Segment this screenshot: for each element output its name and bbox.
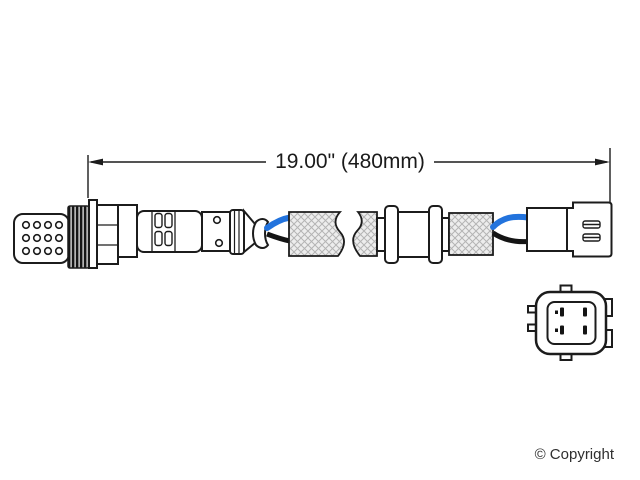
cable-braid-2	[352, 211, 378, 257]
pin-bottom-left-key	[555, 328, 558, 332]
arrowhead-right-icon	[595, 158, 610, 166]
sensor-neck	[117, 204, 138, 258]
sensor-tip	[13, 213, 70, 264]
body-ferrule	[229, 209, 245, 255]
pin-bottom-left	[560, 325, 564, 335]
pin-top-left-key	[555, 310, 558, 314]
wire-blue-connector-side	[490, 213, 531, 230]
wire-crimp	[252, 218, 270, 249]
tip-vent-holes	[21, 220, 64, 256]
cable-braid-3	[448, 212, 494, 256]
face-inner-cavity	[546, 301, 597, 345]
spot-weld-dots	[212, 215, 224, 248]
thread-washer	[88, 199, 98, 269]
pin-top-left	[560, 307, 564, 317]
hex-nut	[96, 204, 119, 265]
cable-grommet	[376, 205, 450, 264]
connector-side-view	[526, 201, 613, 258]
wire-black-connector-side	[491, 230, 529, 245]
arrowhead-left-icon	[88, 158, 103, 166]
pin-top-right	[583, 307, 587, 317]
connector-terminal-slots	[582, 220, 601, 242]
cable-braid-1	[288, 211, 345, 257]
wire-blue-sensor-side	[264, 214, 293, 231]
copyright-text: © Copyright	[535, 446, 615, 463]
dimension-label: 19.00" (480mm)	[275, 150, 425, 173]
connector-pins	[555, 307, 587, 335]
sensor-thread	[67, 205, 90, 269]
artwork-root: 19.00" (480mm)	[13, 148, 615, 463]
dimension-annotation: 19.00" (480mm)	[87, 148, 611, 204]
body-crimp-vents	[154, 212, 173, 247]
sensor-body	[136, 208, 270, 255]
connector-face-view	[527, 284, 613, 361]
pin-bottom-right	[583, 325, 587, 335]
wire-black-sensor-side	[266, 231, 291, 244]
